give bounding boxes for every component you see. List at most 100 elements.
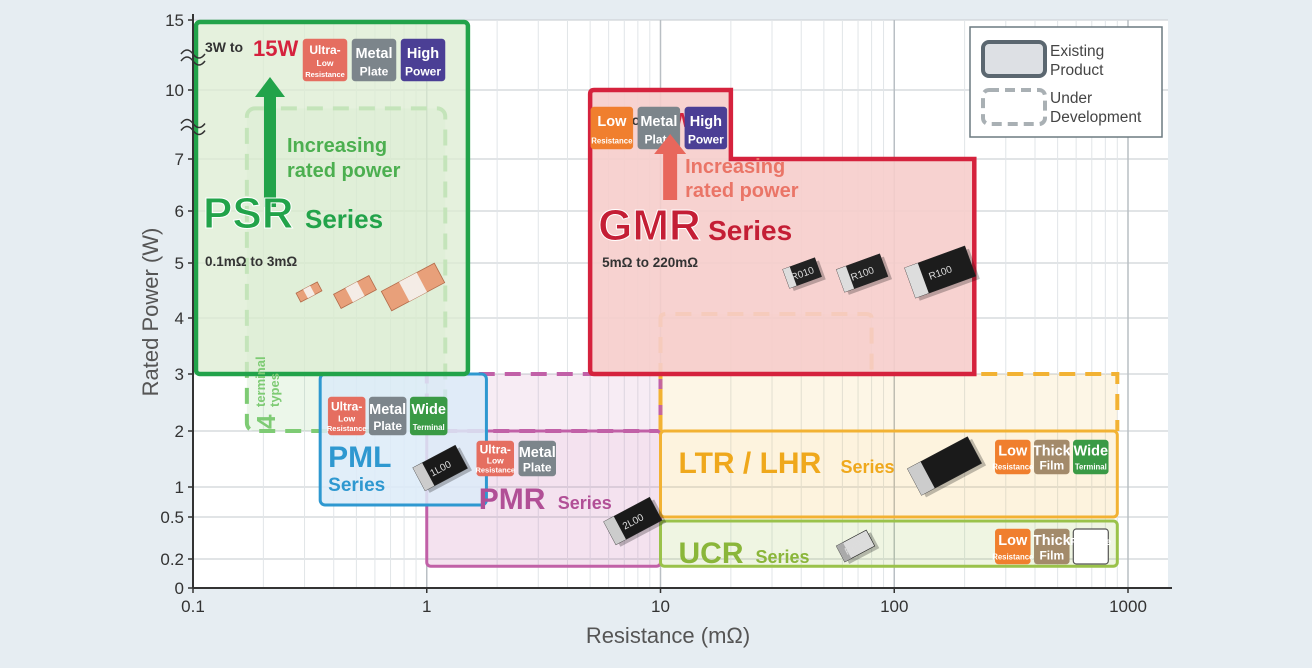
badge-text: Ultra- [331,400,362,414]
feature-badge [684,106,728,150]
y-tick-label: 5 [175,254,184,273]
pml-name: PML [328,441,391,474]
legend-label: Existing [1050,43,1104,60]
badge-text: Wide [1074,443,1109,459]
pml-suffix: Series [328,475,385,496]
ucr-chip: R022 [835,529,880,565]
gmr-range: 5mΩ to 220mΩ [602,255,698,270]
y-tick-label: 2 [175,422,184,441]
badge-text: Resistance [992,552,1034,561]
badge-text: Ultra- [480,443,511,457]
copper-resistor [295,281,323,303]
x-tick-label: 10 [651,597,670,616]
gmr-suffix: Series [708,215,792,246]
y-tick-label: 1 [175,478,184,497]
dev-label-text: types [267,373,282,407]
y-tick-label: 7 [175,150,184,169]
chip-terminal [836,542,852,562]
badge-text: Film [1039,548,1064,562]
feature-badge [351,38,397,82]
feature-badge [995,528,1031,565]
chip-terminal [907,461,935,496]
badge-text: Low [998,533,1028,549]
feature-badge [302,38,348,82]
x-tick-label: 1000 [1109,597,1147,616]
y-tick-label: 0.2 [160,550,184,569]
axis-break-symbol [180,49,206,66]
feature-badge [1034,439,1070,475]
badge-text: Thick [1033,533,1072,549]
badge-text: High [407,46,439,62]
x-tick-label: 1 [422,597,431,616]
gmr-chip: R100 [836,253,893,295]
gmr-chip: R100 [904,245,980,301]
psr-power-value: 15W [253,36,298,61]
legend-label: Product [1050,62,1104,79]
copper-center [399,272,427,302]
badge-text: Metal [640,114,677,130]
y-tick-label: 4 [175,309,184,328]
psr-range: 0.1mΩ to 3mΩ [205,254,297,269]
legend-label: Under [1050,90,1092,107]
ucr-name: UCR [679,537,744,570]
chip-terminal [836,266,855,293]
badge-text: Ultra- [309,43,340,57]
gmr-name: GMR [598,201,701,250]
feature-badge [400,38,446,82]
pml-chip: 1L00 [412,444,472,493]
feature-badge [476,440,514,477]
axis-break-symbol [180,118,206,136]
gmr-arrow-label: rated power [685,180,799,202]
gmr-arrow-label: Increasing [685,156,785,178]
legend-dev-swatch [981,88,1047,126]
chip-terminal [904,263,929,298]
badge-text: Reverse [1070,536,1111,548]
copper-resistor [333,275,377,309]
feature-badge [1034,528,1070,565]
copper-resistor [380,262,446,312]
dev-label-text: terminal [253,356,268,407]
feature-badge [995,439,1031,475]
badge-text: Resistance [591,137,633,146]
badge-text: Mount [1075,550,1107,562]
badge-text: Resistance [305,70,345,79]
feature-badge [368,396,407,436]
gmr-increase-arrow [654,134,687,200]
feature-badge [518,440,556,477]
psr-arrow-label: Increasing [287,135,387,157]
badge-text: High [690,114,722,130]
pmr-chip: 2L00 [603,496,667,547]
feature-badge [1073,439,1109,475]
x-tick-label: 100 [880,597,908,616]
copper-center [303,285,315,299]
copper-center [345,281,365,303]
y-axis-title: Rated Power (W) [138,228,163,397]
legend-label: Development [1050,109,1142,126]
badge-text: Metal [369,402,406,418]
y-tick-label: 0.5 [160,508,184,527]
badge-text: Low [487,455,504,465]
badge-text: Low [597,114,627,130]
badge-text: Low [338,413,355,423]
gmr-labels: 3W to 10WLowResistanceMetalPlateHighPowe… [590,106,980,301]
badge-text: Plate [373,419,402,433]
ucr-suffix: Series [756,547,810,567]
badge-text: Plate [523,460,552,474]
feature-badge [590,106,634,150]
psr-power-prefix: 3W to [205,39,243,55]
badge-text: Power [405,65,441,79]
y-tick-label: 15 [165,11,184,30]
badge-text: Metal [519,445,556,461]
pmr-suffix: Series [558,493,612,513]
badge-text: Plate [360,65,389,79]
y-tick-label: 10 [165,81,184,100]
y-tick-label: 3 [175,365,184,384]
chip-terminal [412,462,435,491]
chip-terminal [603,516,626,545]
badge-text: Wide [411,402,446,418]
badge-text: Low [317,58,334,68]
